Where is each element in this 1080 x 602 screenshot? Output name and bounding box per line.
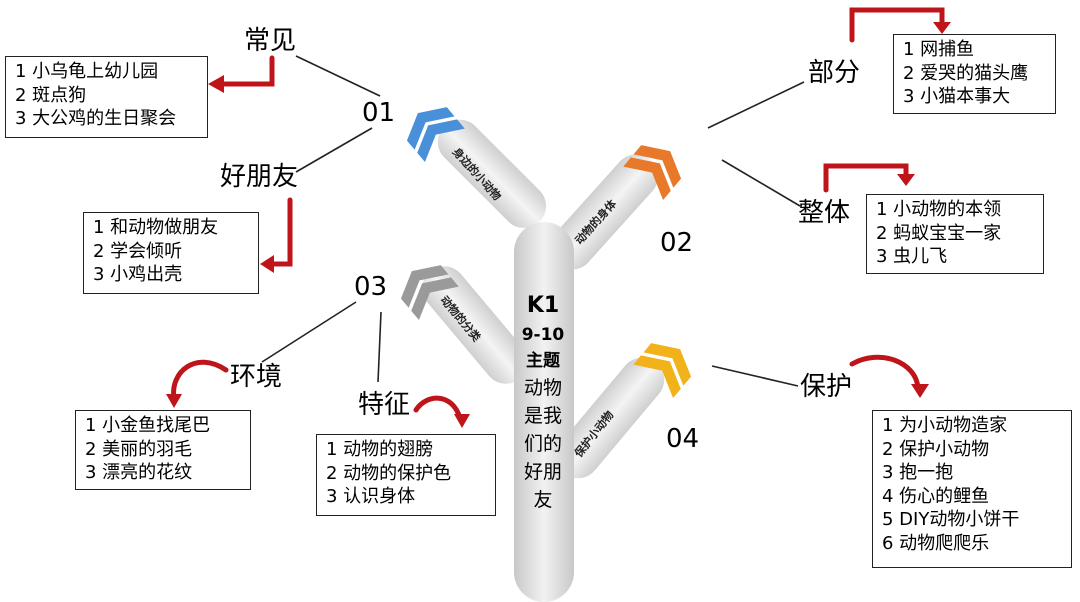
center-theme-line: 动物 <box>523 377 562 399</box>
topic-label-bufen: 部分 <box>808 58 861 88</box>
chevron-04-icon <box>633 343 692 399</box>
branch-number-02: 02 <box>660 228 694 258</box>
chevron-03-icon <box>400 265 459 321</box>
connector-lines <box>261 55 805 387</box>
arrowhead-huanjing-icon <box>166 394 182 408</box>
tree-trunk <box>514 222 574 602</box>
center-code: K1 <box>526 293 560 318</box>
center-theme-line: 友 <box>533 489 553 511</box>
center-age: 9-10 <box>521 325 565 345</box>
arrow-tezheng-icon <box>413 395 463 421</box>
list-item: 3 漂亮的花纹 <box>85 462 193 483</box>
chevron-01-icon <box>406 107 465 163</box>
box-baohu: 1 为小动物造家 2 保护小动物 3 抱一抱 4 伤心的鲤鱼 5 DIY动物小饼… <box>872 410 1072 568</box>
topic-label-haopengyou: 好朋友 <box>220 162 299 192</box>
arrowhead-tezheng-icon <box>454 414 470 428</box>
center-theme-line: 好朋 <box>523 461 562 483</box>
list-item: 4 伤心的鲤鱼 <box>882 485 990 507</box>
list-item: 5 DIY动物小饼干 <box>882 509 1020 530</box>
box-changjian: 1 小乌龟上幼儿园 2 斑点狗 3 大公鸡的生日聚会 <box>5 56 208 138</box>
tree-arm-04 <box>555 357 665 479</box>
center-theme-line: 是我 <box>523 405 562 427</box>
list-item: 2 爱哭的猫头鹰 <box>903 62 1029 84</box>
list-item: 3 小鸡出壳 <box>93 264 183 285</box>
list-item: 3 大公鸡的生日聚会 <box>15 108 177 129</box>
box-huanjing: 1 小金鱼找尾巴 2 美丽的羽毛 3 漂亮的花纹 <box>75 410 251 490</box>
arrow-changjian-icon <box>219 55 275 87</box>
tree-arm-01 <box>437 119 547 229</box>
list-item: 2 蚂蚁宝宝一家 <box>876 222 1002 244</box>
list-item: 6 动物爬爬乐 <box>882 532 990 554</box>
arrowhead-baohu-icon <box>911 384 929 398</box>
arrow-zhengti-icon <box>823 163 909 193</box>
arrowhead-bufen-icon <box>933 22 951 34</box>
list-item: 3 小猫本事大 <box>903 86 1011 107</box>
tree-arm-03 <box>422 266 528 384</box>
tree-structure <box>422 119 665 602</box>
branch-number-01: 01 <box>362 98 396 128</box>
list-item: 3 抱一抱 <box>882 462 954 483</box>
topic-label-zhengti: 整体 <box>798 198 851 228</box>
branch-number-04: 04 <box>666 424 700 454</box>
box-haopengyou: 1 和动物做朋友 2 学会倾听 3 小鸡出壳 <box>83 212 259 294</box>
list-item: 2 动物的保护色 <box>326 462 452 484</box>
branch-number-03: 03 <box>354 272 388 302</box>
list-item: 1 小乌龟上幼儿园 <box>15 61 159 82</box>
arrowhead-haopengyou-icon <box>260 255 274 273</box>
list-item: 1 小动物的本领 <box>876 199 1002 220</box>
list-item: 1 和动物做朋友 <box>93 217 219 238</box>
list-item: 1 动物的翅膀 <box>326 439 434 460</box>
arrow-haopengyou-icon <box>269 197 293 267</box>
list-item: 3 认识身体 <box>326 486 416 507</box>
list-item: 2 保护小动物 <box>882 438 990 460</box>
arrow-bufen-icon <box>849 7 945 43</box>
topic-label-huanjing: 环境 <box>230 362 283 392</box>
box-zhengti: 1 小动物的本领 2 蚂蚁宝宝一家 3 虫儿飞 <box>866 194 1044 274</box>
list-item: 2 斑点狗 <box>15 84 87 106</box>
arrowhead-zhengti-icon <box>897 174 915 186</box>
arrow-huanjing-icon <box>171 359 229 401</box>
topic-label-baohu: 保护 <box>800 372 853 402</box>
tree-arm-02 <box>549 154 659 270</box>
arrow-baohu-icon <box>849 354 921 391</box>
list-item: 2 学会倾听 <box>93 240 183 262</box>
chevron-02-icon <box>623 145 682 201</box>
box-bufen: 1 网捕鱼 2 爱哭的猫头鹰 3 小猫本事大 <box>893 34 1056 114</box>
center-subtitle: 主题 <box>526 351 560 371</box>
list-item: 1 小金鱼找尾巴 <box>85 415 211 436</box>
topic-label-changjian: 常见 <box>244 26 297 56</box>
center-theme-line: 们的 <box>523 433 562 455</box>
red-arrows <box>171 7 945 421</box>
box-tezheng: 1 动物的翅膀 2 动物的保护色 3 认识身体 <box>316 434 496 516</box>
list-item: 1 为小动物造家 <box>882 415 1008 436</box>
list-item: 3 虫儿飞 <box>876 246 948 267</box>
list-item: 1 网捕鱼 <box>903 39 975 60</box>
topic-label-tezheng: 特征 <box>358 390 411 420</box>
list-item: 2 美丽的羽毛 <box>85 438 193 460</box>
arrowhead-changjian-icon <box>208 75 224 93</box>
arrow-heads <box>166 22 951 428</box>
trunk-center-text: K1 9-10 主题 动物 是我 们的 好朋 友 <box>516 290 570 514</box>
